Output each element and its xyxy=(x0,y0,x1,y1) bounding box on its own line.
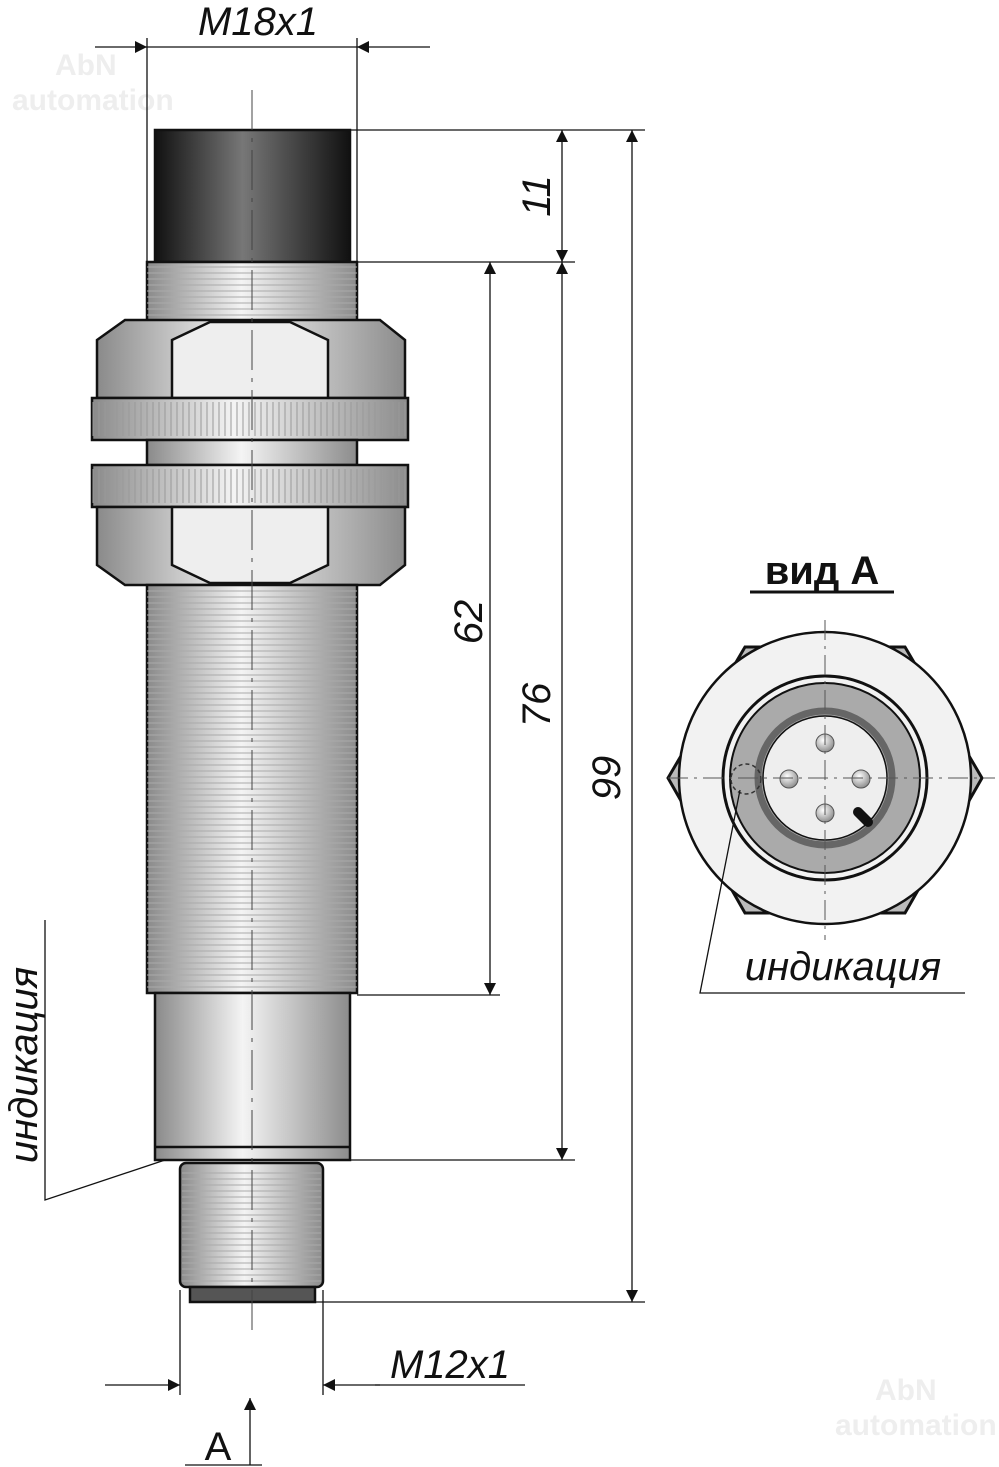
view-a: вид A индикация xyxy=(666,549,995,994)
svg-text:AbN: AbN xyxy=(875,1374,937,1407)
dim-thread-label: 62 xyxy=(447,600,491,645)
svg-text:automation: automation xyxy=(12,84,174,117)
dimension-lines xyxy=(44,38,645,1466)
indicator-led xyxy=(730,763,762,795)
pin xyxy=(851,769,871,789)
dim-body-label: 76 xyxy=(515,682,559,727)
dim-cap-label: 11 xyxy=(515,175,559,217)
indication-label-side: индикация xyxy=(2,967,46,1163)
indication-label-view: индикация xyxy=(745,945,941,989)
svg-text:AbN: AbN xyxy=(55,49,117,82)
thread-bottom-label: M12x1 xyxy=(390,1343,510,1387)
view-a-title: вид A xyxy=(765,549,880,593)
sensor-body xyxy=(90,128,410,1304)
svg-text:automation: automation xyxy=(835,1409,997,1442)
view-arrow-label: A xyxy=(205,1425,232,1467)
thread-top-label: M18x1 xyxy=(198,0,318,44)
pin xyxy=(779,769,799,789)
dim-total-label: 99 xyxy=(585,756,629,801)
key xyxy=(853,807,873,827)
lower-nut xyxy=(95,505,407,587)
upper-nut xyxy=(95,318,407,400)
